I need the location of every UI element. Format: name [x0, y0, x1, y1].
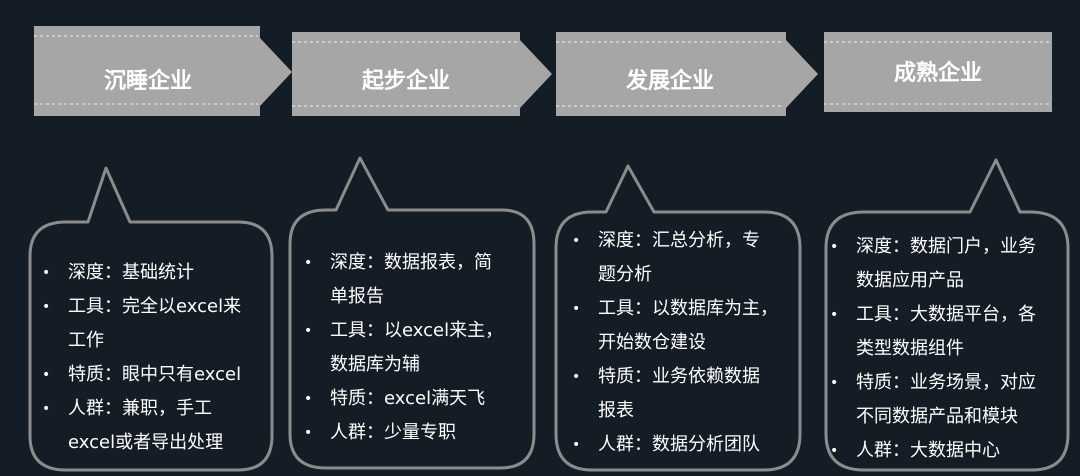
stage-chevron-2: [556, 32, 818, 116]
bullet-dot-icon: •: [572, 437, 581, 453]
stage-callout-2: [554, 164, 802, 472]
bullet-dot-icon: •: [304, 323, 313, 339]
bullet-item: •特质：眼中只有excel: [40, 358, 241, 392]
bullet-item: •深度：基础统计: [40, 256, 241, 290]
stage-chevron-0: [34, 26, 292, 116]
bullet-dot-icon: •: [830, 239, 839, 255]
bullet-item: •工具：完全以excel来工作: [40, 290, 241, 358]
bullet-dot-icon: •: [42, 299, 51, 315]
bullet-item: •工具：大数据平台，各类型数据组件: [828, 298, 1036, 366]
bullet-dot-icon: •: [304, 391, 313, 407]
bullet-item: •工具：以excel来主，数据库为辅: [302, 314, 503, 382]
stage-chevron-1: [292, 32, 552, 116]
bullet-item: •特质：excel满天飞: [302, 382, 503, 416]
bullet-item: •深度：数据门户，业务数据应用产品: [828, 230, 1036, 298]
stage-bullets-sleeping: •深度：基础统计 •工具：完全以excel来工作 •特质：眼中只有excel •…: [40, 256, 241, 460]
stage-title-sleeping: 沉睡企业: [103, 69, 192, 94]
stage-title-mature: 成熟企业: [893, 61, 982, 86]
bullet-item: •人群：少量专职: [302, 416, 503, 450]
stage-callout-3: [824, 158, 1070, 472]
bullet-item: •特质：业务场景，对应不同数据产品和模块: [828, 366, 1036, 434]
bullet-item: •人群：大数据中心: [828, 434, 1036, 468]
bullet-dot-icon: •: [304, 425, 313, 441]
bullet-dot-icon: •: [572, 301, 581, 317]
bullet-dot-icon: •: [572, 369, 581, 385]
bullet-item: •人群：数据分析团队: [570, 428, 778, 462]
stage-title-developing: 发展企业: [625, 69, 714, 94]
stage-title-starting: 起步企业: [361, 69, 450, 94]
stage-bullets-developing: •深度：汇总分析，专题分析 •工具：以数据库为主，开始数仓建设 •特质：业务依赖…: [570, 224, 778, 462]
bullet-dot-icon: •: [42, 265, 51, 281]
stage-callout-1: [288, 156, 536, 470]
stage-bullets-mature: •深度：数据门户，业务数据应用产品 •工具：大数据平台，各类型数据组件 •特质：…: [828, 230, 1036, 468]
bullet-dot-icon: •: [830, 375, 839, 391]
bullet-item: •深度：数据报表，简单报告: [302, 246, 503, 314]
bullet-dot-icon: •: [42, 367, 51, 383]
bullet-item: •工具：以数据库为主，开始数仓建设: [570, 292, 778, 360]
stage-callout-0: [28, 166, 274, 472]
bullet-item: •特质：业务依赖数据报表: [570, 360, 778, 428]
bullet-dot-icon: •: [830, 307, 839, 323]
bullet-item: •深度：汇总分析，专题分析: [570, 224, 778, 292]
stage-chevron-3: [824, 32, 1052, 112]
bullet-dot-icon: •: [572, 233, 581, 249]
bullet-dot-icon: •: [42, 401, 51, 417]
bullet-dot-icon: •: [304, 255, 313, 271]
stage-bullets-starting: •深度：数据报表，简单报告 •工具：以excel来主，数据库为辅 •特质：exc…: [302, 246, 503, 450]
bullet-dot-icon: •: [830, 443, 839, 459]
